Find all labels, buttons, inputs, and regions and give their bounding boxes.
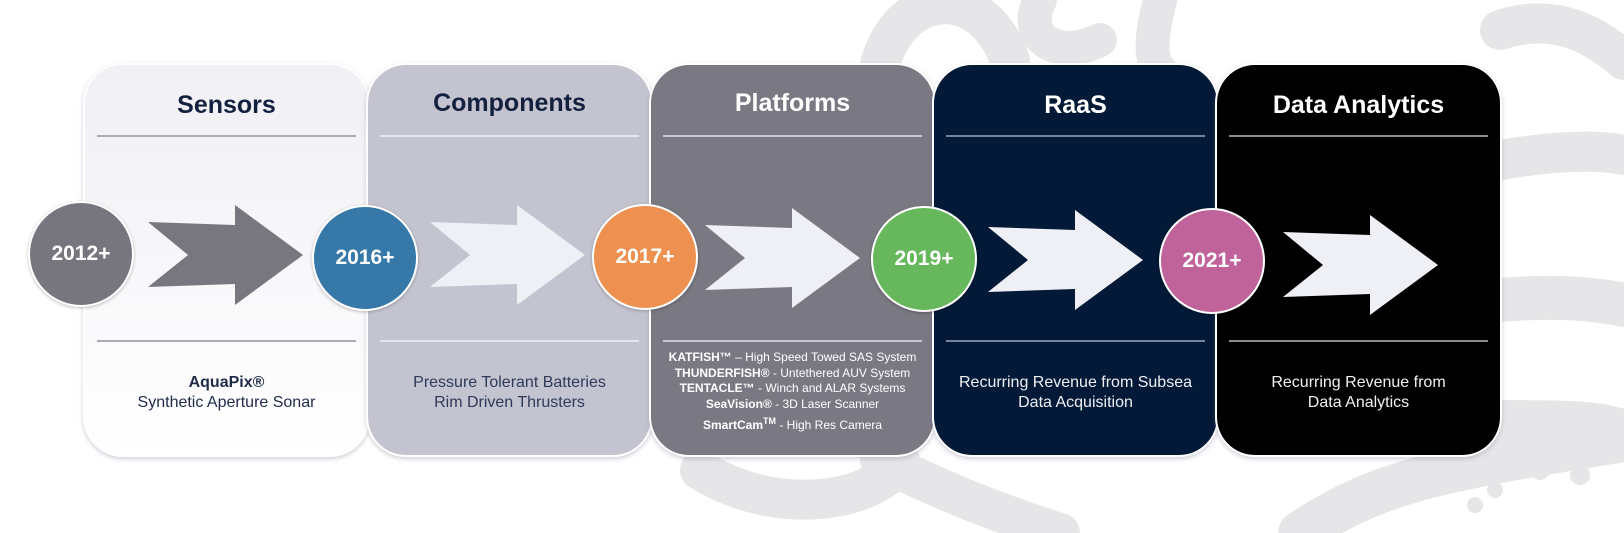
divider xyxy=(946,135,1205,137)
arrow-right-icon xyxy=(988,210,1143,310)
product-name: SmartCam xyxy=(702,418,763,432)
product-detail: – High Speed Towed SAS System xyxy=(731,350,917,364)
product-name: AquaPix® xyxy=(188,374,265,391)
watermark-swirl-10 xyxy=(1278,418,1624,533)
watermark-dot xyxy=(1467,497,1483,513)
product-item: SeaVision® - 3D Laser Scanner xyxy=(651,397,934,413)
watermark-swirl-4 xyxy=(1480,3,1624,80)
product-detail: - High Res Camera xyxy=(776,418,883,432)
watermark-dot xyxy=(1530,460,1550,480)
stage-title: RaaS xyxy=(1044,91,1107,119)
milestone-2019: 2019+ xyxy=(871,206,977,312)
product-name: SeaVision® xyxy=(705,396,772,411)
divider xyxy=(380,340,639,342)
watermark-swirl-6 xyxy=(1478,275,1624,327)
description-line: Synthetic Aperture Sonar xyxy=(137,394,316,411)
description-line: Pressure Tolerant Batteries xyxy=(413,374,606,391)
milestone-2017: 2017+ xyxy=(592,204,698,310)
milestone-2021: 2021+ xyxy=(1159,208,1265,314)
description-line: Rim Driven Thrusters xyxy=(434,394,585,411)
milestone-2012: 2012+ xyxy=(28,201,134,307)
watermark-swirl-5 xyxy=(1480,131,1624,180)
watermark-dot xyxy=(1570,465,1590,485)
product-name: TENTACLE™ xyxy=(679,381,755,395)
milestone-label: 2012+ xyxy=(51,242,111,265)
product-list: KATFISH™ – High Speed Towed SAS System T… xyxy=(651,350,934,434)
arrow-right-icon xyxy=(148,205,303,305)
stage-title: Components xyxy=(433,89,586,117)
arrow-right-icon xyxy=(430,205,585,305)
milestone-label: 2017+ xyxy=(615,245,675,268)
stage-description: Pressure Tolerant Batteries Rim Driven T… xyxy=(368,373,651,413)
milestone-label: 2016+ xyxy=(335,246,395,269)
product-item: TENTACLE™ - Winch and ALAR Systems xyxy=(651,381,934,397)
product-item: SmartCamTM - High Res Camera xyxy=(651,414,934,434)
description-line: Recurring Revenue from Subsea xyxy=(958,374,1192,391)
product-name: KATFISH™ xyxy=(668,350,732,364)
watermark-swirl-2 xyxy=(1017,0,1117,65)
watermark-swirl-3 xyxy=(1135,0,1177,87)
divider xyxy=(1229,135,1488,137)
divider xyxy=(1229,340,1488,342)
stage-title: Platforms xyxy=(734,89,851,117)
divider xyxy=(663,340,922,342)
watermark-swirl-9 xyxy=(860,440,1080,533)
product-detail: - Untethered AUV System xyxy=(769,365,911,380)
product-detail: - 3D Laser Scanner xyxy=(771,396,880,411)
product-name: THUNDERFISH® xyxy=(674,365,770,380)
milestone-label: 2019+ xyxy=(894,247,954,270)
arrow-right-icon xyxy=(705,208,860,308)
milestone-label: 2021+ xyxy=(1182,249,1242,272)
stage-description: Recurring Revenue from Subsea Data Acqui… xyxy=(934,373,1217,413)
stage-title: Sensors xyxy=(177,91,276,119)
watermark-swirl-1 xyxy=(860,0,1030,85)
watermark-dot xyxy=(1487,482,1503,498)
divider xyxy=(380,135,639,137)
stage-description: AquaPix® Synthetic Aperture Sonar xyxy=(85,373,368,413)
product-detail: - Winch and ALAR Systems xyxy=(754,381,906,395)
divider xyxy=(97,135,356,137)
divider xyxy=(946,340,1205,342)
divider xyxy=(97,340,356,342)
arrow-right-icon xyxy=(1283,215,1438,315)
milestone-2016: 2016+ xyxy=(312,205,418,311)
divider xyxy=(663,135,922,137)
product-item: THUNDERFISH® - Untethered AUV System xyxy=(651,366,934,382)
description-line: Data Analytics xyxy=(1307,394,1410,411)
product-item: KATFISH™ – High Speed Towed SAS System xyxy=(651,350,934,366)
description-line: Recurring Revenue from xyxy=(1271,374,1446,391)
stage-title: Data Analytics xyxy=(1272,91,1445,119)
trademark-superscript: TM xyxy=(763,416,776,426)
stage-description: Recurring Revenue from Data Analytics xyxy=(1217,373,1500,413)
description-line: Data Acquisition xyxy=(1018,394,1133,411)
